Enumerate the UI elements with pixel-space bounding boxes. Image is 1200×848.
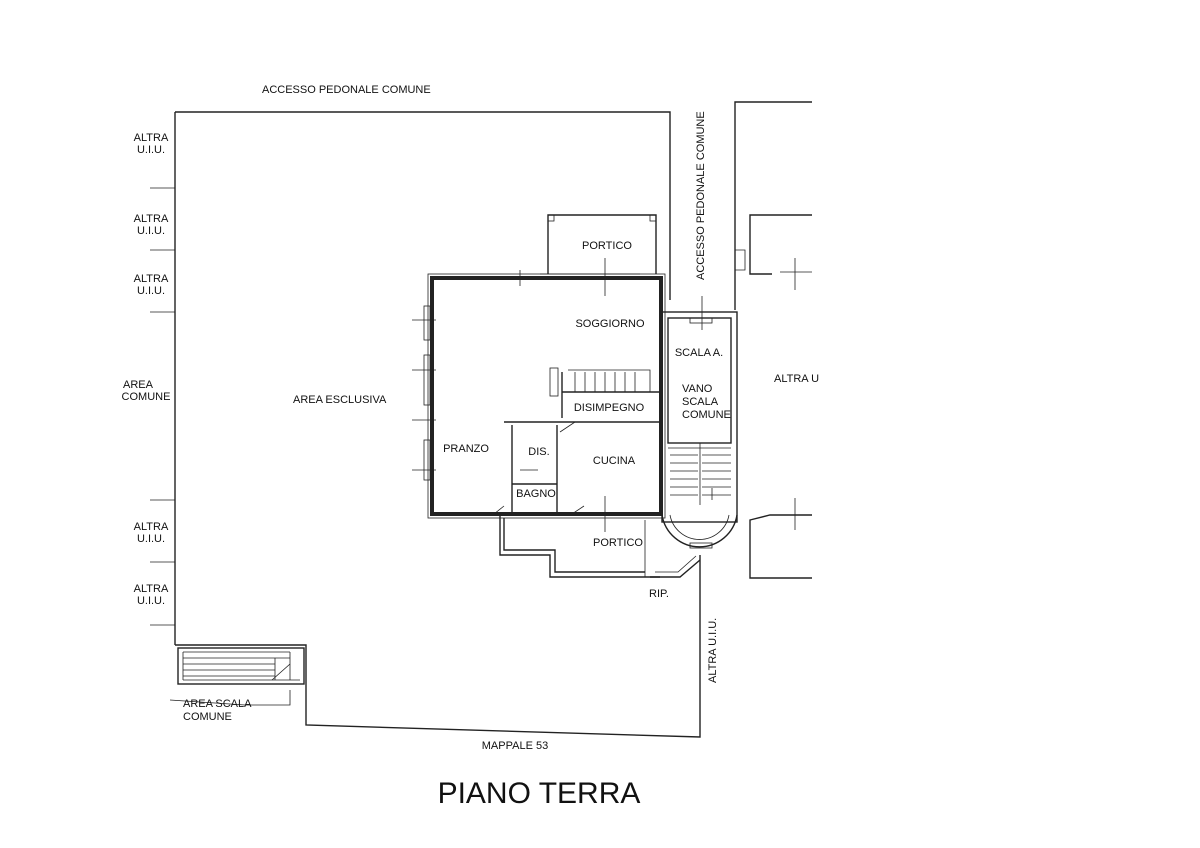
label-altra-uiu-4b: U.I.U. [137,533,165,545]
label-altra-uiu-5: ALTRA [134,583,169,595]
label-mappale: MAPPALE 53 [482,740,548,752]
label-area-comune-b: COMUNE [122,391,171,403]
label-altra-uiu-5b: U.I.U. [137,595,165,607]
property-boundary [150,111,701,738]
label-rip: RIP. [649,588,669,600]
label-scala: SCALA [682,396,719,408]
label-altra-uiu-1: ALTRA [134,132,169,144]
label-portico-bottom: PORTICO [593,537,643,549]
label-altra-uiu-3b: U.I.U. [137,285,165,297]
label-altra-uiu-2: ALTRA [134,213,169,225]
neighbour-buildings [734,101,812,579]
area-scala-comune [169,647,305,706]
house-walls [412,270,666,532]
label-soggiorno: SOGGIORNO [575,318,645,330]
label-dis: DIS. [528,446,549,458]
label-altra-uiu-2b: U.I.U. [137,225,165,237]
label-portico-top: PORTICO [582,240,632,252]
label-bagno: BAGNO [516,488,556,500]
label-altra-uiu-3: ALTRA [134,273,169,285]
label-cucina: CUCINA [593,455,636,467]
label-disimpegno: DISIMPEGNO [574,402,645,414]
label-pranzo: PRANZO [443,443,489,455]
label-scala-a: SCALA A. [675,347,723,359]
label-area-comune: AREA [123,379,154,391]
label-area-scala: AREA SCALA [183,698,252,710]
label-comune: COMUNE [682,409,731,421]
label-altra-uiu-1b: U.I.U. [137,144,165,156]
vano-scala-comune [661,296,738,549]
label-vano: VANO [682,383,713,395]
label-accesso-pedonale-top: ACCESSO PEDONALE COMUNE [262,84,431,96]
label-area-esclusiva: AREA ESCLUSIVA [293,394,387,406]
label-altra-uiu-vertical: ALTRA U.I.U. [707,618,719,683]
label-altra-right: ALTRA U [774,373,819,385]
label-altra-uiu-4: ALTRA [134,521,169,533]
portico-bottom [499,514,701,578]
portico-top [547,214,657,296]
label-area-scala-comune: COMUNE [183,711,232,723]
plan-title: PIANO TERRA [438,777,641,810]
label-accesso-pedonale-vertical: ACCESSO PEDONALE COMUNE [695,111,707,280]
